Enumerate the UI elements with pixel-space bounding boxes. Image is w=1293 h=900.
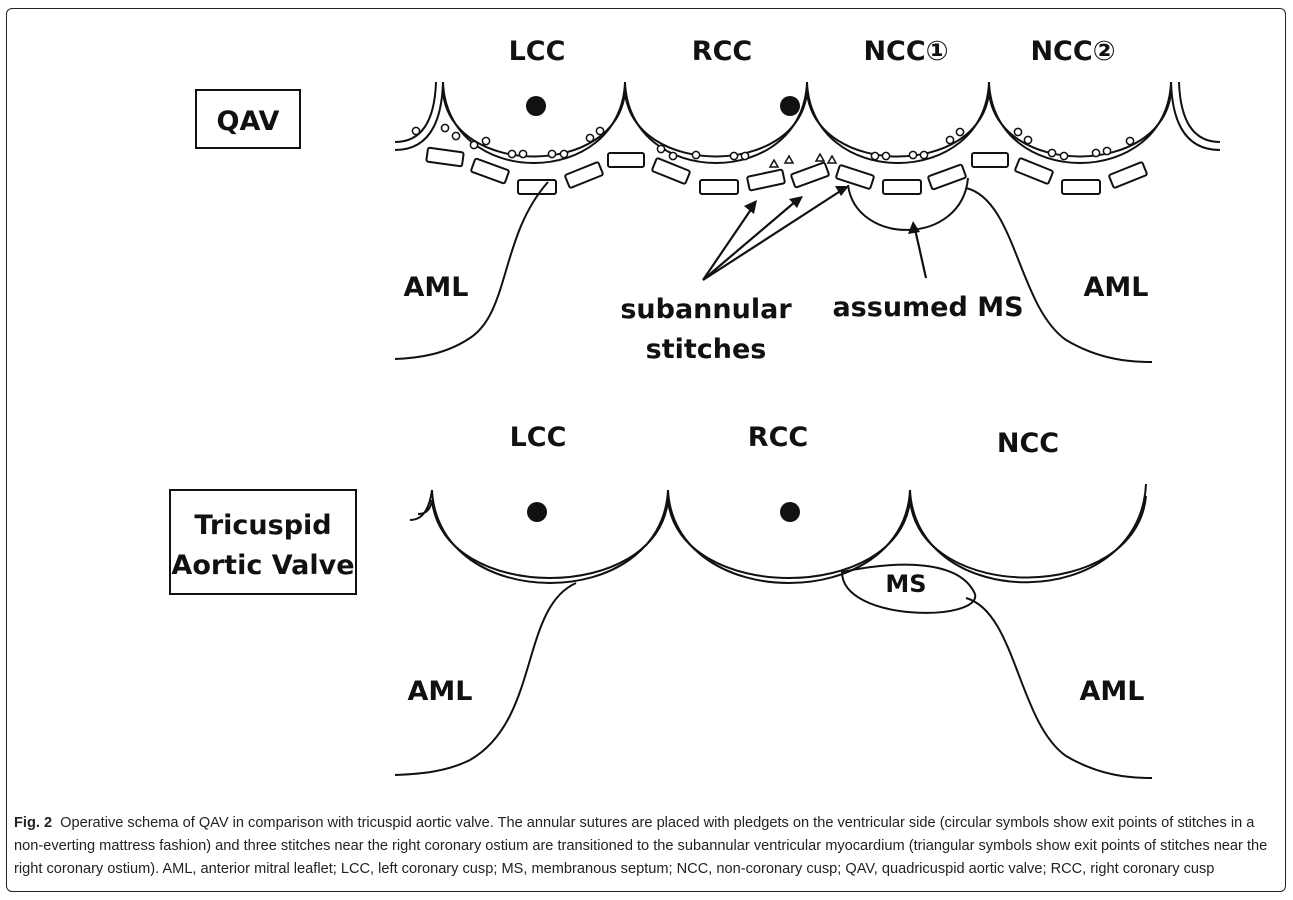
qav-annulus-inner bbox=[394, 81, 1172, 158]
qav-aml-left-label: AML bbox=[404, 272, 469, 303]
tav-aml-left-curve bbox=[394, 582, 577, 776]
qav-cusp-label-rcc: RCC bbox=[692, 36, 752, 67]
tav-aml-right-curve bbox=[965, 597, 1153, 779]
tricuspid-label-line2: Aortic Valve bbox=[171, 550, 354, 581]
tav-annulus-left-end bbox=[409, 489, 433, 521]
tav-aml-right-label: AML bbox=[1080, 676, 1145, 707]
qav-label: QAV bbox=[217, 106, 280, 137]
qav-cusp-label-ncc1: NCC① bbox=[863, 36, 948, 67]
qav-circular-stitch-symbols bbox=[411, 123, 1135, 161]
qav-stitch-arrows bbox=[702, 189, 928, 281]
qav-annulus-right-end bbox=[1170, 81, 1221, 151]
qav-cusp-label-lcc: LCC bbox=[509, 36, 566, 67]
operative-schema-diagram: QAV LCC RCC NCC① NCC② bbox=[169, 36, 1221, 779]
qav-assumed-ms-shape bbox=[847, 177, 969, 231]
subannular-stitches-label-line2: stitches bbox=[646, 334, 767, 365]
qav-annulus-outer bbox=[394, 81, 1172, 164]
figure-number: Fig. 2 bbox=[14, 815, 53, 831]
qav-right-coronary-ostium bbox=[780, 96, 800, 116]
tricuspid-diagram: Tricuspid Aortic Valve LCC RCC NCC MS AM… bbox=[169, 422, 1153, 779]
tav-cusp-label-lcc: LCC bbox=[510, 422, 567, 453]
assumed-ms-label: assumed MS bbox=[832, 292, 1023, 323]
figure-caption-text: Operative schema of QAV in comparison wi… bbox=[14, 815, 1268, 877]
tav-ms-label: MS bbox=[885, 570, 926, 598]
tricuspid-label-box bbox=[169, 489, 357, 595]
tav-cusp-label-ncc: NCC bbox=[997, 428, 1059, 459]
tav-ms-shape bbox=[840, 563, 977, 614]
qav-aml-right-curve bbox=[965, 187, 1153, 363]
tav-aml-left-label: AML bbox=[408, 676, 473, 707]
figure-frame bbox=[6, 8, 1286, 892]
qav-triangular-stitch-symbols bbox=[768, 152, 838, 168]
tav-cusp-label-rcc: RCC bbox=[748, 422, 808, 453]
qav-arrow-heads bbox=[744, 186, 920, 234]
qav-aml-right-label: AML bbox=[1084, 272, 1149, 303]
qav-cusp-label-ncc2: NCC② bbox=[1030, 36, 1115, 67]
qav-diagram: QAV LCC RCC NCC① NCC② bbox=[195, 36, 1221, 365]
qav-aml-left-curve bbox=[394, 181, 549, 360]
tricuspid-label-line1: Tricuspid bbox=[194, 510, 331, 541]
tav-annulus-outer bbox=[431, 483, 1147, 584]
qav-label-box bbox=[195, 89, 301, 149]
tav-left-coronary-ostium bbox=[527, 502, 547, 522]
tav-annulus-inner bbox=[431, 495, 1147, 579]
qav-pledgets bbox=[425, 146, 1148, 195]
qav-left-coronary-ostium bbox=[526, 96, 546, 116]
tav-right-coronary-ostium bbox=[780, 502, 800, 522]
subannular-stitches-label-line1: subannular bbox=[620, 294, 792, 325]
